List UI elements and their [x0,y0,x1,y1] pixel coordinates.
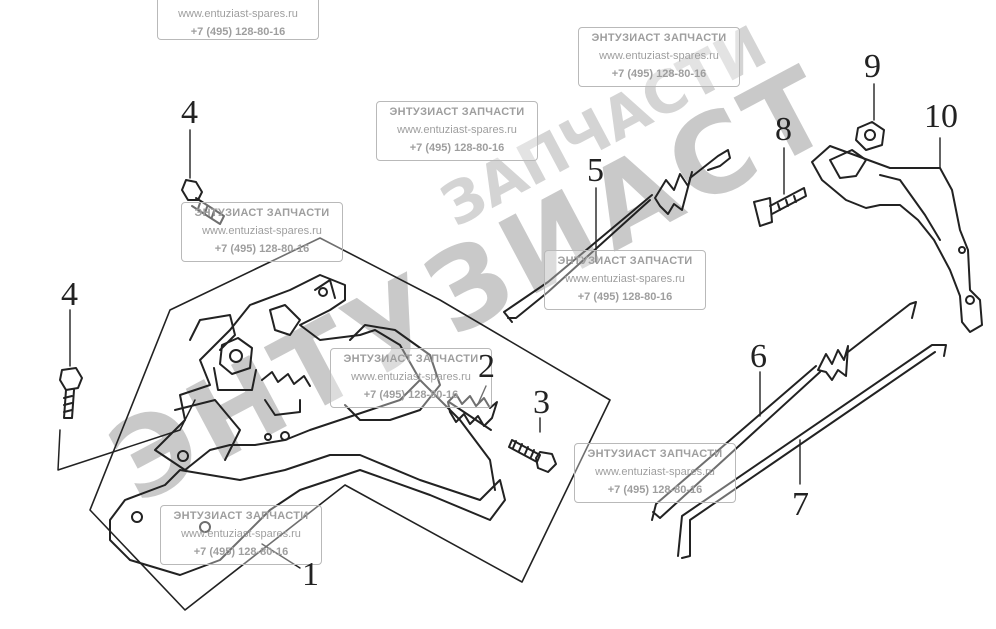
callout-9: 9 [864,48,881,85]
screw-3 [508,439,557,473]
stamp-phone: +7 (495) 128-80-16 [409,142,505,154]
bolt-8 [753,187,807,227]
callout-4-top: 4 [181,94,198,131]
callout-3: 3 [533,384,550,421]
watermark-stamp-2: ЭНТУЗИАСТ ЗАПЧАСТИ www.entuziast-spares.… [578,27,740,87]
bolt-4-left [59,367,83,419]
callout-6: 6 [750,338,767,375]
stamp-website: www.entuziast-spares.ru [599,50,719,62]
rod-7 [677,344,947,559]
stamp-phone: +7 (495) 128-80-16 [611,68,707,80]
stamp-phone: +7 (495) 128-80-16 [193,546,289,558]
callout-4-left: 4 [61,276,78,313]
callout-2: 2 [478,348,495,385]
watermark-stamp-3: ЭНТУЗИАСТ ЗАПЧАСТИ www.entuziast-spares.… [376,101,538,161]
stamp-phone: +7 (495) 128-80-16 [190,26,286,38]
stamp-website: www.entuziast-spares.ru [397,124,517,136]
watermark-stamp-6: ЭНТУЗИАСТ ЗАПЧАСТИ www.entuziast-spares.… [330,348,492,408]
watermark-stamp-8: ЭНТУЗИАСТ ЗАПЧАСТИ www.entuziast-spares.… [160,505,322,565]
nut-9 [855,121,885,151]
stamp-company: ЭНТУЗИАСТ ЗАПЧАСТИ [343,353,479,365]
watermark-stamp-7: ЭНТУЗИАСТ ЗАПЧАСТИ www.entuziast-spares.… [574,443,736,503]
stamp-website: www.entuziast-spares.ru [351,371,471,383]
stamp-website: www.entuziast-spares.ru [202,225,322,237]
stamp-company: ЭНТУЗИАСТ ЗАПЧАСТИ [587,448,723,460]
callout-1: 1 [302,556,319,593]
assembly-frame [89,237,611,611]
bolt-4-top [181,179,225,225]
stamp-phone: +7 (495) 128-80-16 [363,389,459,401]
stamp-company: ЭНТУЗИАСТ ЗАПЧАСТИ [389,106,525,118]
bolt-4-left-leader [57,399,196,471]
stamp-website: www.entuziast-spares.ru [595,466,715,478]
watermark-stamp-1: www.entuziast-spares.ru +7 (495) 128-80-… [157,0,319,40]
rod-5 [503,149,731,323]
stamp-company: ЭНТУЗИАСТ ЗАПЧАСТИ [194,207,330,219]
callout-7: 7 [792,486,809,523]
callout-5: 5 [587,152,604,189]
control-plate [109,274,506,576]
stamp-website: www.entuziast-spares.ru [181,528,301,540]
stamp-phone: +7 (495) 128-80-16 [577,291,673,303]
lever-10 [811,145,983,333]
stamp-company: ЭНТУЗИАСТ ЗАПЧАСТИ [557,255,693,267]
leader-2 [477,385,487,405]
stamp-company: ЭНТУЗИАСТ ЗАПЧАСТИ [173,510,309,522]
stamp-phone: +7 (495) 128-80-16 [214,243,310,255]
spring-2 [447,393,498,431]
watermark-stamp-4: ЭНТУЗИАСТ ЗАПЧАСТИ www.entuziast-spares.… [181,202,343,262]
stamp-website: www.entuziast-spares.ru [178,8,298,20]
watermark-stamp-5: ЭНТУЗИАСТ ЗАПЧАСТИ www.entuziast-spares.… [544,250,706,310]
callout-10: 10 [924,98,958,135]
stamp-website: www.entuziast-spares.ru [565,273,685,285]
rod-6 [651,301,917,521]
stamp-phone: +7 (495) 128-80-16 [607,484,703,496]
stamp-company: ЭНТУЗИАСТ ЗАПЧАСТИ [591,32,727,44]
callout-8: 8 [775,111,792,148]
